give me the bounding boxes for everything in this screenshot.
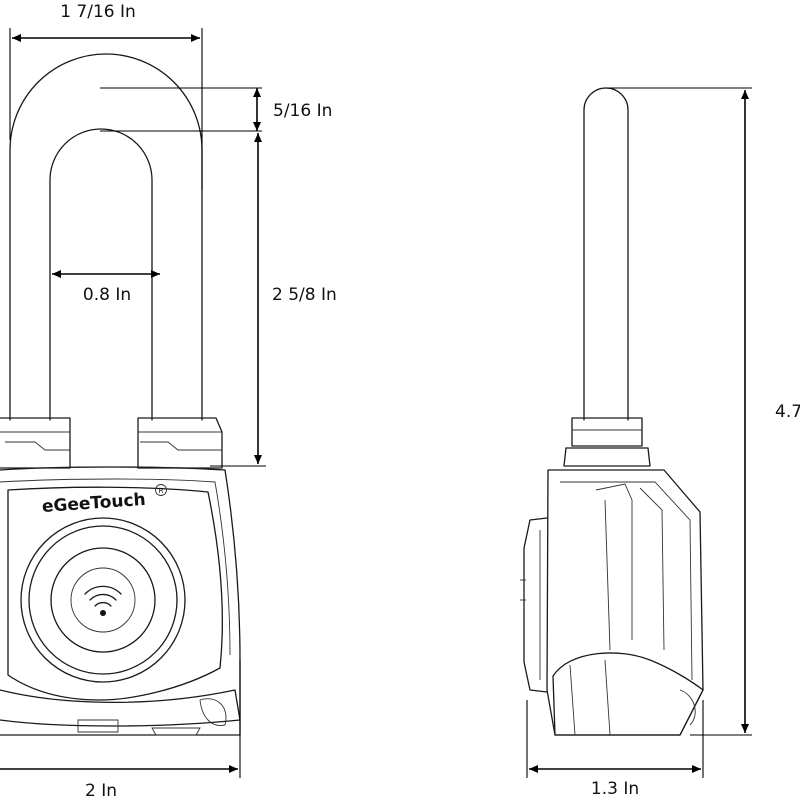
side-collar — [571, 417, 643, 447]
front-base — [0, 689, 241, 727]
touch-button — [20, 517, 186, 683]
dim-shackle-inner: 0.8 In — [52, 270, 160, 305]
registered-mark: R — [159, 487, 164, 495]
label-body-depth: 1.3 In — [591, 779, 639, 799]
dim-body-depth: 1.3 In — [526, 700, 704, 799]
label-total-height: 4.7 — [775, 402, 800, 422]
front-shackle-collars — [0, 417, 223, 469]
front-body-shoulder — [0, 478, 231, 656]
label-shackle-clearance: 2 5/8 In — [272, 285, 337, 305]
side-base — [552, 652, 704, 736]
front-face-panel — [7, 486, 223, 701]
front-shackle-outer — [9, 53, 203, 421]
brand-logo: eGeeTouch — [41, 490, 146, 517]
front-shackle-inner — [49, 128, 153, 421]
registered-mark-icon — [155, 484, 167, 496]
dim-shackle-clearance: 2 5/8 In — [210, 133, 337, 467]
label-shackle-width: 1 7/16 In — [60, 2, 136, 22]
side-button — [523, 517, 548, 693]
wifi-icon — [84, 585, 122, 616]
label-shackle-thickness: 5/16 In — [273, 101, 332, 121]
side-body — [546, 469, 704, 736]
dim-shackle-thickness: 5/16 In — [100, 87, 332, 132]
front-body — [0, 466, 241, 736]
dim-shackle-width: 1 7/16 In — [9, 2, 203, 190]
label-body-width: 2 In — [85, 781, 117, 800]
label-shackle-inner: 0.8 In — [83, 285, 131, 305]
side-view — [520, 87, 704, 736]
front-view: eGeeTouch R — [0, 53, 241, 736]
dim-body-width: 2 In — [0, 660, 241, 801]
dim-total-height: 4.7 — [606, 87, 800, 736]
side-shackle — [583, 87, 629, 421]
